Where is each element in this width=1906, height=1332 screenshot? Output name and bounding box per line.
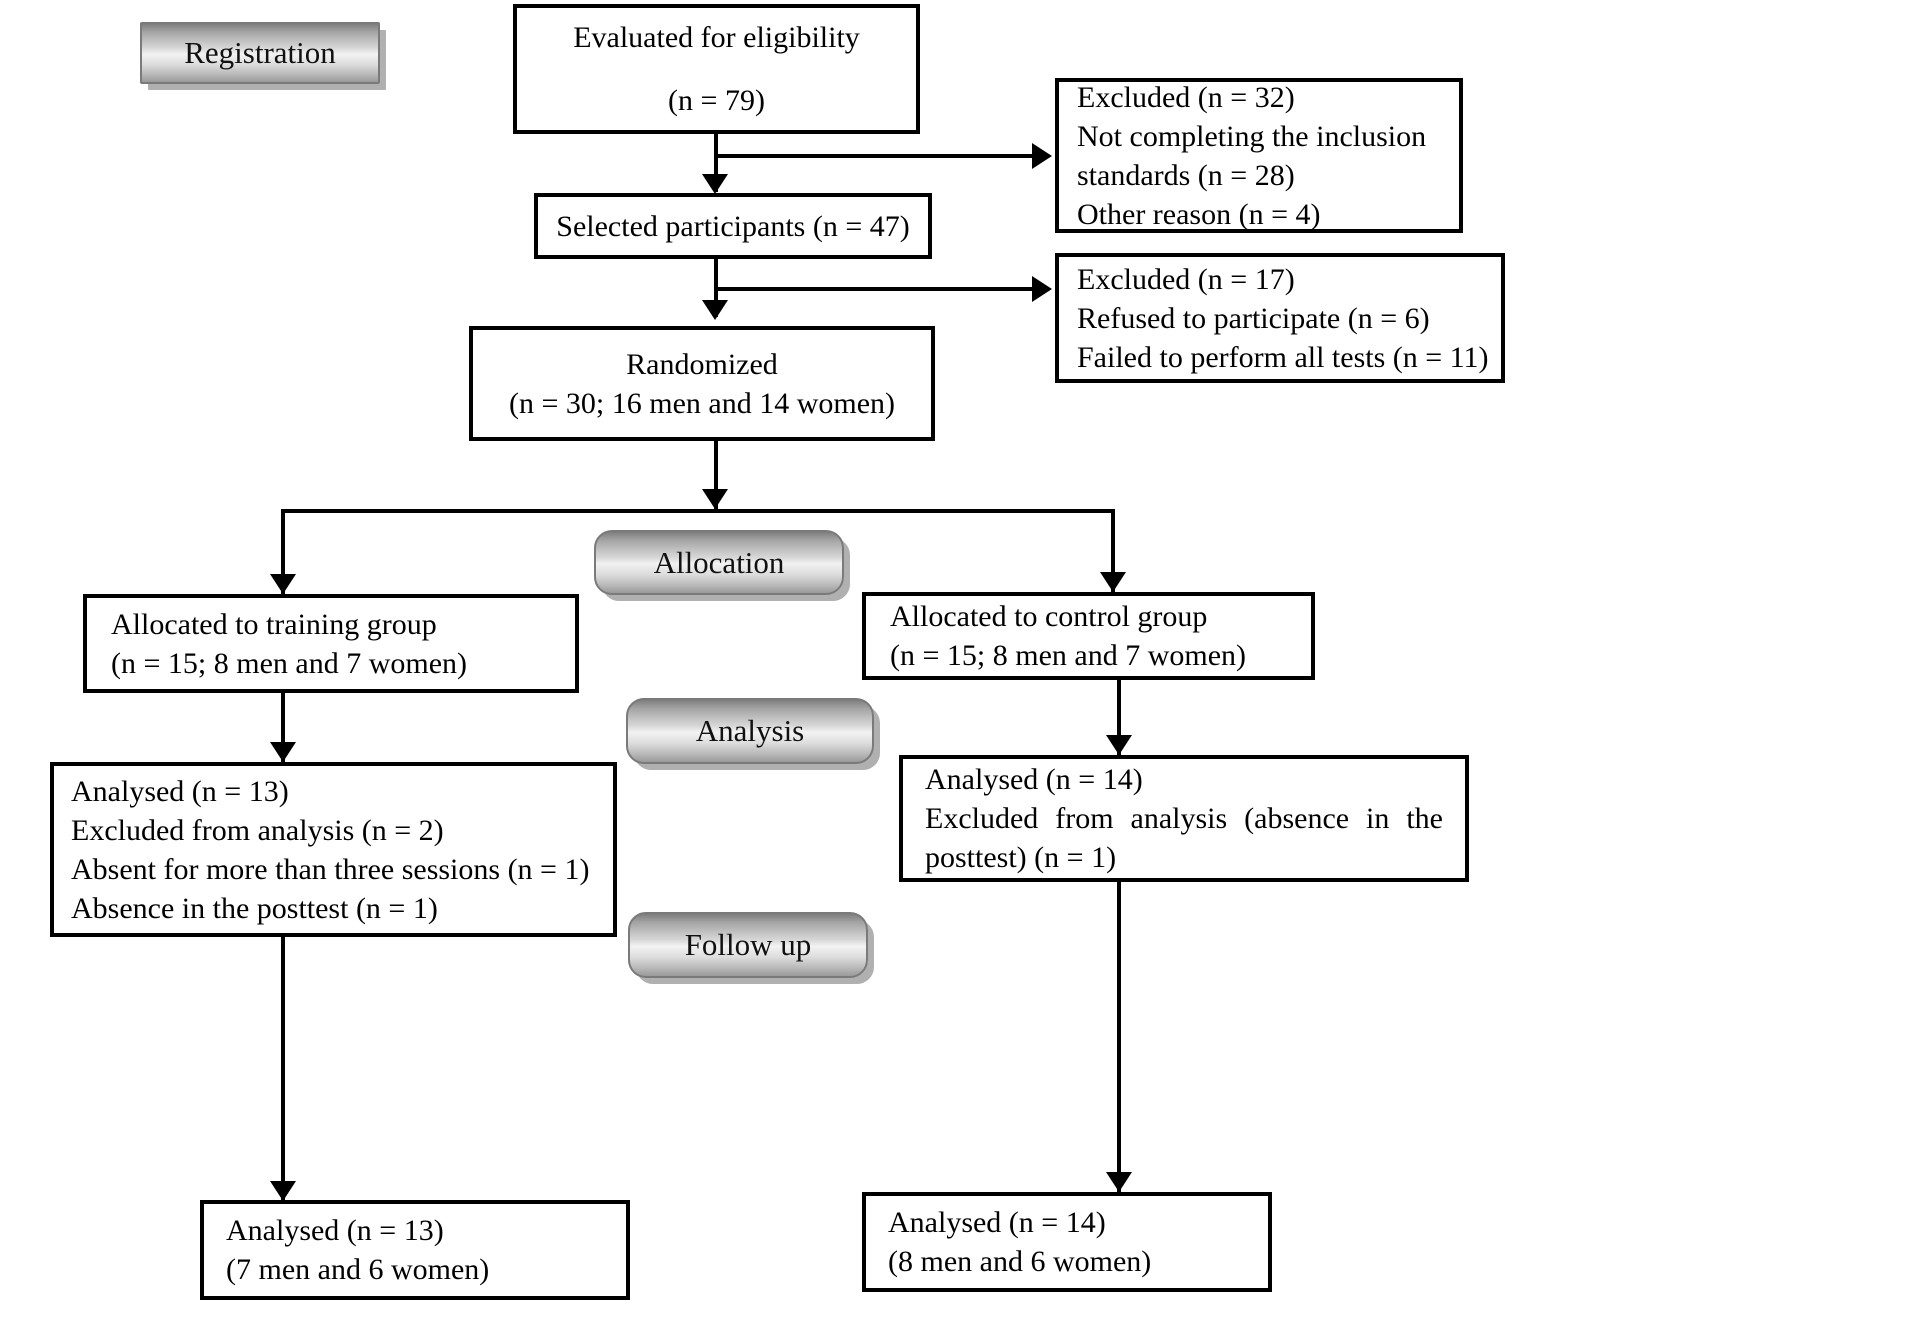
box-followup-training-line-1: Analysed (n = 13) [226, 1214, 444, 1247]
stage-label-registration-text: Registration [184, 35, 336, 70]
stage-label-analysis: Analysis [626, 698, 874, 764]
arrowhead-to-selected [702, 174, 728, 194]
connector-eligibility-down [714, 134, 718, 192]
arrowhead-to-randomized [702, 300, 728, 320]
box-followup-training-group: Analysed (n = 13) (7 men and 6 women) [200, 1200, 630, 1300]
stage-label-follow-up-text: Follow up [684, 927, 812, 962]
connector-analysis-to-followup-control [1117, 882, 1121, 1194]
box-excluded-2-line-2: Refused to participate (n = 6) [1077, 301, 1430, 335]
arrowhead-analysed-training [270, 742, 296, 762]
connector-training-to-analysis [281, 693, 285, 763]
box-excluded-2-line-3: Failed to perform all tests (n = 11) [1077, 340, 1489, 374]
box-alloc-training-line-1: Allocated to training group [111, 607, 437, 641]
arrowhead-randomized-split [702, 489, 728, 509]
connector-analysis-to-followup-training [281, 937, 285, 1202]
stage-label-analysis-text: Analysis [695, 713, 805, 748]
connector-allocation-split-bar [281, 509, 1115, 513]
box-allocated-control-group: Allocated to control group (n = 15; 8 me… [862, 592, 1315, 680]
box-analysed-training-line-2: Excluded from analysis (n = 2) [71, 813, 444, 847]
box-evaluated-line-1: Evaluated for eligibility [573, 21, 860, 54]
box-analysed-training-line-3: Absent for more than three sessions (n =… [71, 852, 590, 886]
connector-control-to-analysis [1117, 680, 1121, 756]
stage-label-follow-up: Follow up [628, 912, 868, 978]
box-followup-training-line-2: (7 men and 6 women) [226, 1253, 490, 1286]
box-followup-control-line-1: Analysed (n = 14) [888, 1206, 1106, 1239]
connector-randomized-down [714, 441, 718, 509]
arrowhead-followup-training [270, 1181, 296, 1201]
connector-eligibility-to-excluded-1 [714, 154, 1034, 158]
arrowhead-to-excluded-2 [1032, 276, 1052, 302]
box-selected-line-1: Selected participants (n = 47) [556, 209, 910, 243]
box-alloc-training-line-2: (n = 15; 8 men and 7 women) [111, 646, 468, 680]
arrowhead-followup-control [1106, 1172, 1132, 1192]
connector-selected-to-excluded-2 [714, 287, 1034, 291]
box-followup-control-line-2: (8 men and 6 women) [888, 1245, 1152, 1278]
box-allocated-training-group: Allocated to training group (n = 15; 8 m… [83, 594, 579, 693]
box-excluded-1-line-2: Not completing the inclusion standards (… [1077, 119, 1427, 192]
stage-label-allocation-text: Allocation [653, 544, 785, 580]
box-randomized-line-1: Randomized [626, 347, 778, 381]
box-alloc-control-line-2: (n = 15; 8 men and 7 women) [890, 639, 1247, 672]
box-excluded-eligibility: Excluded (n = 32) Not completing the inc… [1055, 78, 1463, 233]
box-followup-control-group: Analysed (n = 14) (8 men and 6 women) [862, 1192, 1272, 1292]
box-selected-participants: Selected participants (n = 47) [534, 193, 932, 259]
box-randomized-line-2: (n = 30; 16 men and 14 women) [508, 386, 895, 420]
box-excluded-1-line-1: Excluded (n = 32) [1077, 80, 1295, 114]
box-alloc-control-line-1: Allocated to control group [890, 600, 1208, 633]
box-evaluated-for-eligibility: Evaluated for eligibility (n = 79) [513, 4, 920, 134]
box-excluded-2-line-1: Excluded (n = 17) [1077, 262, 1295, 296]
box-excluded-randomization: Excluded (n = 17) Refused to participate… [1055, 253, 1505, 383]
stage-label-registration: Registration [140, 22, 380, 84]
stage-label-allocation: Allocation [594, 530, 844, 595]
box-analysed-control-line-1: Analysed (n = 14) [925, 763, 1143, 796]
box-analysed-training-line-4: Absence in the posttest (n = 1) [71, 891, 438, 925]
box-analysed-training-line-1: Analysed (n = 13) [71, 774, 289, 808]
arrowhead-allocated-training [270, 574, 296, 594]
arrowhead-to-excluded-1 [1032, 143, 1052, 169]
box-analysed-control-line-2: Excluded from analysis (absence in the p… [925, 802, 1443, 874]
connector-allocation-right-drop [1111, 509, 1115, 594]
arrowhead-analysed-control [1106, 735, 1132, 755]
box-excluded-1-line-3: Other reason (n = 4) [1077, 197, 1321, 231]
box-analysed-control-group: Analysed (n = 14) Excluded from analysis… [899, 755, 1469, 882]
connector-allocation-left-drop [281, 509, 285, 594]
arrowhead-allocated-control [1100, 572, 1126, 592]
box-analysed-training-group: Analysed (n = 13) Excluded from analysis… [50, 762, 617, 937]
box-randomized: Randomized (n = 30; 16 men and 14 women) [469, 326, 935, 441]
box-evaluated-line-2: (n = 79) [668, 84, 765, 117]
